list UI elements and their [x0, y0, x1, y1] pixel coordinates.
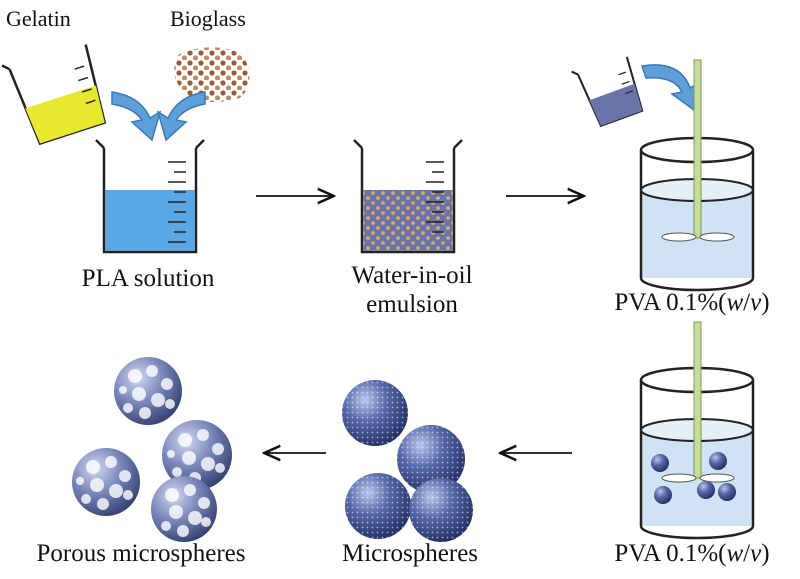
microspheres-icon: [342, 380, 473, 542]
pva-top-prefix: PVA 0.1%(: [614, 289, 727, 316]
pouring-beaker-icon: [571, 56, 644, 128]
pva-top-slash: /: [743, 289, 751, 316]
pva-bottom-w: w: [726, 540, 744, 567]
porous-microsphere-icon: [72, 448, 140, 516]
bioglass-particles-icon: [174, 47, 250, 102]
pva-top-v: v: [750, 289, 762, 316]
stirred-tank-with-microspheres-icon: [639, 321, 755, 540]
pva-bottom-prefix: PVA 0.1%(: [614, 540, 727, 567]
pla-solution-label: PLA solution: [81, 265, 215, 292]
porous-microsphere-icon: [162, 420, 232, 490]
pva-bottom-v: v: [750, 540, 762, 567]
emulsion-beaker-icon: [353, 139, 463, 254]
pva-label-bottom: PVA 0.1%(w/v): [614, 540, 770, 567]
pva-bottom-slash: /: [743, 540, 751, 567]
porous-microspheres-label: Porous microspheres: [36, 540, 246, 567]
pva-top-w: w: [726, 289, 744, 316]
microsphere-icon: [409, 478, 473, 542]
microsphere-icon: [345, 473, 411, 539]
microsphere-icon: [397, 425, 465, 493]
curved-pour-arrow-icon: [111, 91, 162, 142]
curved-pour-arrow-icon: [641, 64, 702, 112]
porous-microsphere-icon: [151, 476, 217, 542]
bioglass-label: Bioglass: [170, 6, 246, 31]
curved-pour-arrow-icon: [156, 91, 206, 142]
stirred-tank-icon: [639, 59, 755, 292]
pla-beaker-icon: [95, 139, 205, 254]
porous-microspheres-icon: [72, 357, 232, 542]
pva-top-suffix: ): [761, 289, 770, 316]
microspheres-label: Microspheres: [341, 540, 479, 567]
microsphere-icon: [342, 380, 408, 446]
pva-label-top: PVA 0.1%(w/v): [614, 289, 770, 316]
gelatin-beaker-icon: [1, 44, 107, 146]
porous-microsphere-icon: [114, 357, 182, 425]
pva-bottom-suffix: ): [761, 540, 770, 567]
gelatin-label: Gelatin: [6, 6, 71, 31]
emulsion-label-line1: Water-in-oil: [351, 262, 473, 289]
emulsion-label-line2: emulsion: [366, 291, 458, 318]
